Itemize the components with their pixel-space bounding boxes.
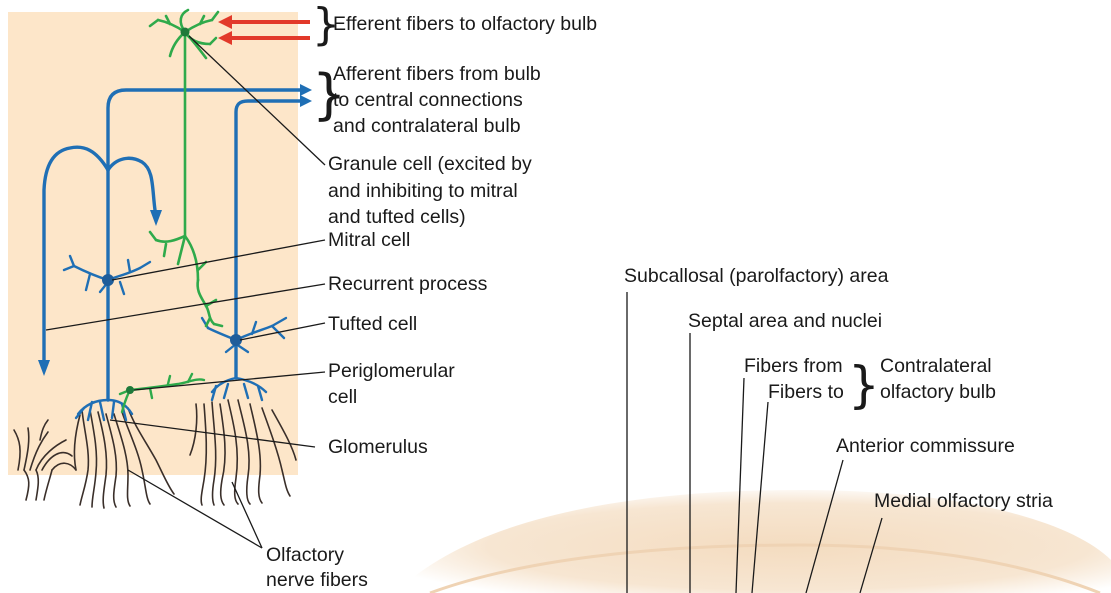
label-tufted-cell: Tufted cell (328, 313, 417, 335)
label-efferent-fibers: Efferent fibers to olfactory bulb (333, 13, 597, 35)
label-olfactory-line1: Olfactory (266, 544, 344, 566)
label-afferent-line1: Afferent fibers from bulb (333, 63, 541, 85)
label-contralateral-line2: olfactory bulb (880, 381, 996, 403)
label-afferent-line2: to central connections (333, 89, 523, 111)
label-afferent-line3: and contralateral bulb (333, 115, 521, 137)
label-olfactory-line2: nerve fibers (266, 569, 368, 591)
label-periglomerular-line1: Periglomerular (328, 360, 455, 382)
label-glomerulus: Glomerulus (328, 436, 428, 458)
granule-cell-body (181, 28, 190, 37)
leader-nerve-a (128, 470, 262, 548)
label-granule-line1: Granule cell (excited by (328, 153, 532, 175)
label-medial-olfactory-stria: Medial olfactory stria (874, 490, 1053, 512)
label-granule-line2: and inhibiting to mitral (328, 180, 518, 202)
bulb-panel (8, 12, 298, 475)
label-fibers-to: Fibers to (768, 381, 844, 403)
label-mitral-cell: Mitral cell (328, 229, 410, 251)
label-periglomerular-line2: cell (328, 386, 357, 408)
label-septal-area: Septal area and nuclei (688, 310, 882, 332)
periglomerular-cell-body (126, 386, 134, 394)
label-fibers-from: Fibers from (744, 355, 843, 377)
label-recurrent-process: Recurrent process (328, 273, 487, 295)
label-anterior-commissure: Anterior commissure (836, 435, 1015, 457)
contralateral-brace: } (848, 360, 880, 410)
label-subcallosal-area: Subcallosal (parolfactory) area (624, 265, 888, 287)
label-contralateral-line1: Contralateral (880, 355, 992, 377)
label-granule-line3: and tufted cells) (328, 206, 466, 228)
